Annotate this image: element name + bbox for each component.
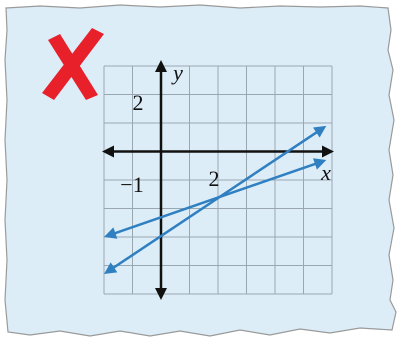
plotted-lines <box>104 125 327 275</box>
y-tick-label: 2 <box>133 90 144 115</box>
negative-x-tick-label: −1 <box>120 172 143 197</box>
axes <box>102 60 334 300</box>
coordinate-graph: 2 2 −1 y x <box>102 60 334 300</box>
y-axis-arrow-up-icon <box>155 60 167 72</box>
y-axis-label: y <box>171 60 183 85</box>
x-axis-arrow-right-icon <box>322 145 334 158</box>
line-b-arrow-end-icon <box>312 158 327 170</box>
x-axis-label: x <box>320 160 331 185</box>
card-background <box>4 4 397 337</box>
x-axis-arrow-left-icon <box>102 145 114 158</box>
line-a-arrow-start-icon <box>104 262 118 275</box>
line-a-arrow-end-icon <box>312 125 327 138</box>
line-a <box>109 129 321 271</box>
y-axis-arrow-down-icon <box>155 288 167 300</box>
x-mark-icon <box>42 28 104 100</box>
line-b <box>111 161 320 236</box>
x-tick-label: 2 <box>209 166 220 191</box>
line-b-arrow-start-icon <box>104 227 118 239</box>
